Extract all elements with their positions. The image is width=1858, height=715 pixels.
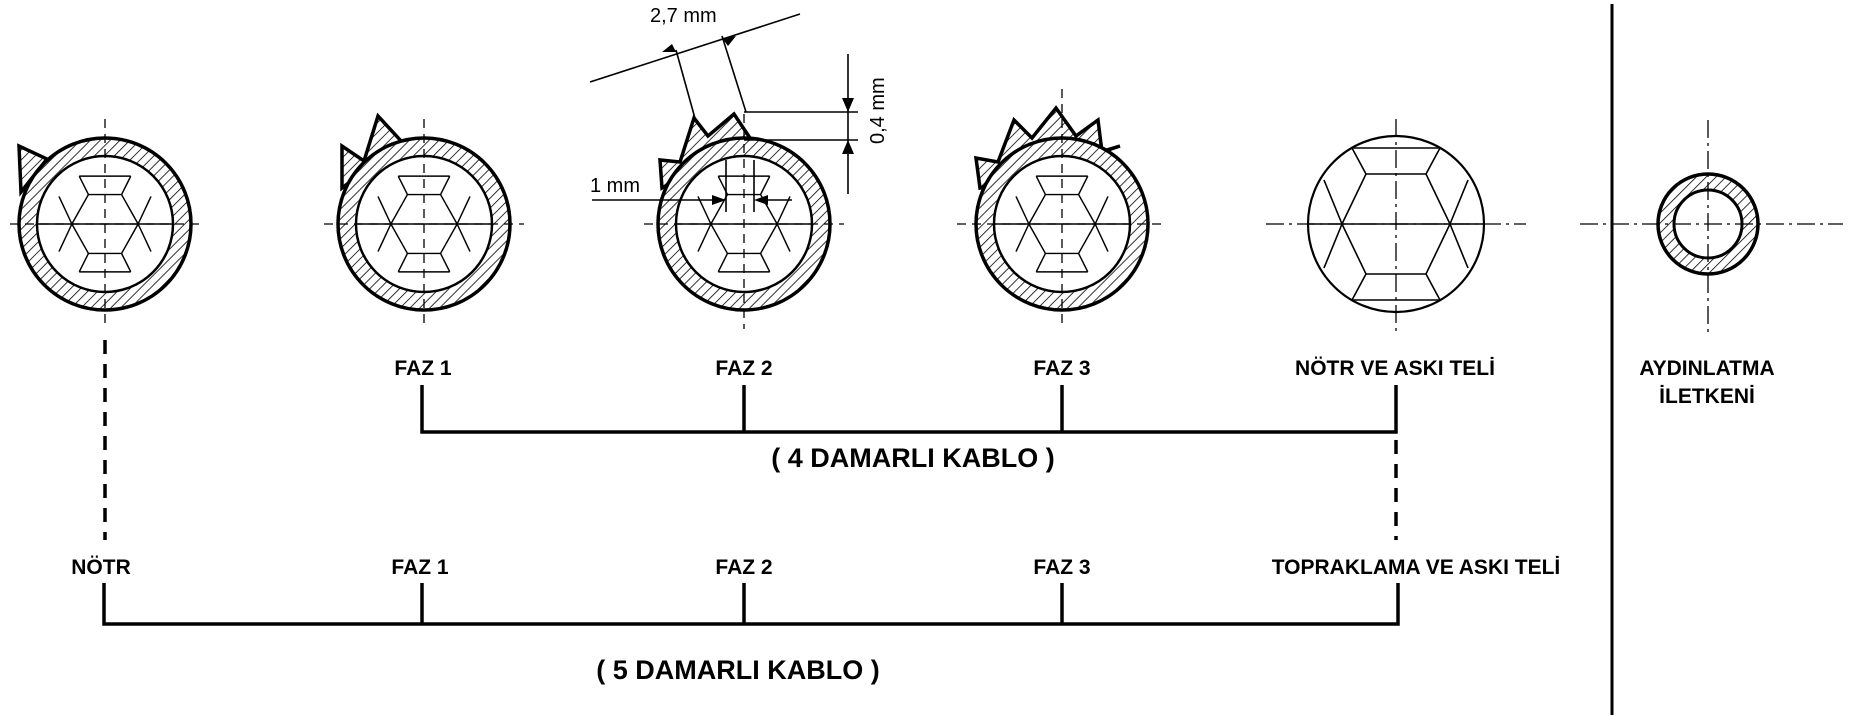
four-core-label-messenger: NÖTR VE ASKI TELİ bbox=[1295, 357, 1495, 380]
cable-messenger bbox=[1266, 119, 1526, 332]
dim-gap-label: 1 mm bbox=[590, 175, 640, 197]
cable-faz2 bbox=[644, 111, 844, 329]
five-core-label-grounding: TOPRAKLAMA VE ASKI TELİ bbox=[1272, 556, 1561, 579]
five-core-label-notr: NÖTR bbox=[71, 556, 131, 579]
five-core-label-faz2: FAZ 2 bbox=[715, 556, 772, 579]
cable-faz1 bbox=[324, 112, 524, 329]
four-core-group: FAZ 1 FAZ 2 FAZ 3 NÖTR VE ASKI TELİ ( 4 … bbox=[394, 357, 1495, 473]
five-core-label-faz3: FAZ 3 bbox=[1033, 556, 1090, 579]
cable-lighting bbox=[1580, 120, 1843, 332]
four-core-label-faz1: FAZ 1 bbox=[394, 357, 451, 380]
four-core-label-faz2: FAZ 2 bbox=[715, 357, 772, 380]
five-core-group-label: ( 5 DAMARLI KABLO ) bbox=[596, 655, 879, 685]
four-core-label-faz3: FAZ 3 bbox=[1033, 357, 1090, 380]
dim-width-label: 2,7 mm bbox=[650, 5, 717, 27]
dim-height-label: 0,4 mm bbox=[867, 77, 889, 144]
lighting-label-line1: AYDINLATMA bbox=[1639, 357, 1774, 380]
five-core-label-faz1: FAZ 1 bbox=[391, 556, 448, 579]
four-core-group-label: ( 4 DAMARLI KABLO ) bbox=[771, 443, 1054, 473]
cable-neutral bbox=[10, 119, 200, 329]
five-core-group: NÖTR FAZ 1 FAZ 2 FAZ 3 TOPRAKLAMA VE ASK… bbox=[71, 556, 1560, 685]
cable-faz3 bbox=[957, 89, 1167, 329]
lighting-label-line2: İLETKENİ bbox=[1659, 385, 1755, 408]
dimension-marks: 2,7 mm 1 mm 0,4 mm bbox=[589, 5, 889, 212]
